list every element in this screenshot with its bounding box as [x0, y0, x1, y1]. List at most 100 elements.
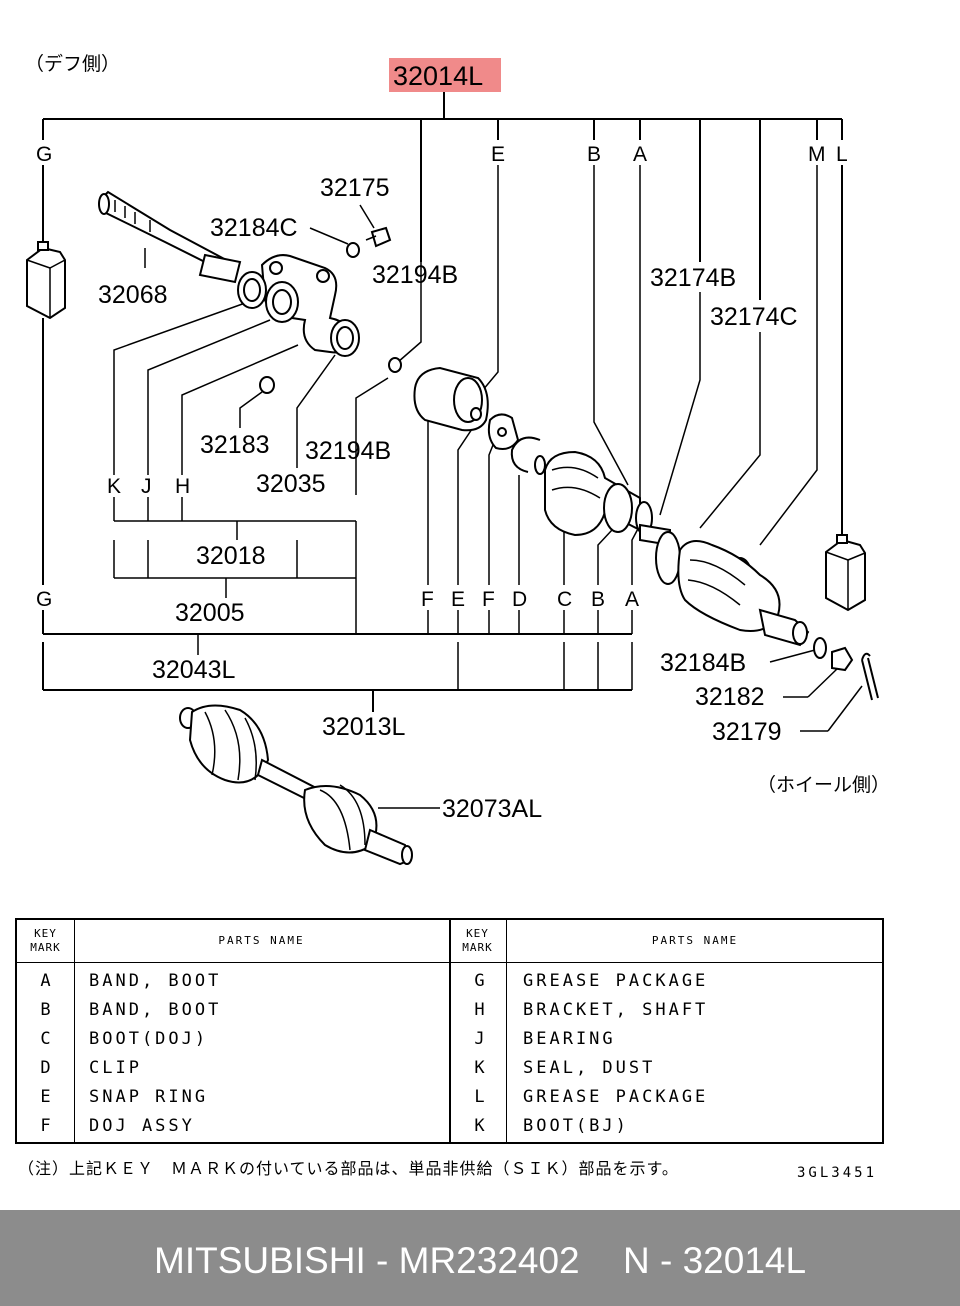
outer-joint-stub — [758, 608, 810, 647]
key-letter: D — [512, 588, 527, 611]
parts-key-table: KEY MARK PARTS NAME KEY MARK PARTS NAME … — [15, 918, 884, 1144]
key-mark: J — [474, 1029, 485, 1049]
part-name: BOOT(BJ) — [523, 1116, 629, 1136]
diff-side-label: （デフ側） — [25, 53, 120, 75]
part-label-32005[interactable]: 32005 — [175, 599, 245, 627]
part-name: DOJ ASSY — [89, 1116, 195, 1136]
parts-name-header: PARTS NAME — [218, 934, 305, 947]
part-name: BEARING — [523, 1029, 616, 1049]
table-row: F DOJ ASSY — [17, 1116, 449, 1145]
part-name: SNAP RING — [89, 1087, 209, 1107]
part-name: CLIP — [89, 1058, 142, 1078]
key-mark: A — [40, 971, 51, 991]
table-row: B BAND, BOOT — [17, 1000, 449, 1029]
part-label-32179[interactable]: 32179 — [712, 718, 782, 746]
exploded-parts-diagram: （デフ側） （ホイール側） 32014L — [25, 53, 890, 866]
table-row: D CLIP — [17, 1058, 449, 1087]
bottom-bar: MITSUBISHI - MR232402 N - 32014L — [0, 1210, 960, 1306]
part-label-32174b[interactable]: 32174B — [650, 264, 736, 292]
key-mark: C — [40, 1029, 51, 1049]
bracket-lines — [42, 92, 863, 809]
table-row: H BRACKET, SHAFT — [451, 1000, 884, 1029]
part-label-32018[interactable]: 32018 — [196, 542, 266, 570]
part-name: SEAL, DUST — [523, 1058, 656, 1078]
parts-name-header: PARTS NAME — [651, 934, 739, 947]
part-label-32174c[interactable]: 32174C — [710, 303, 798, 331]
key-mark: E — [40, 1087, 51, 1107]
highlighted-part-number[interactable]: 32014L — [393, 61, 483, 91]
doj-outer-race — [413, 366, 489, 432]
part-label-32013l[interactable]: 32013L — [322, 713, 406, 741]
key-letter: F — [421, 588, 434, 611]
part-label-32035[interactable]: 32035 — [256, 470, 326, 498]
part-name: BRACKET, SHAFT — [523, 1000, 709, 1020]
table-row: J BEARING — [451, 1029, 884, 1058]
reference-number: N - 32014L — [623, 1240, 807, 1281]
key-mark: D — [40, 1058, 51, 1078]
part-label-32194b-mid[interactable]: 32194B — [305, 437, 391, 465]
table-header-divider — [17, 962, 882, 963]
key-letter: M — [808, 143, 826, 166]
part-name: GREASE PACKAGE — [523, 971, 709, 991]
key-letters-row: G F E F D C B A — [36, 588, 639, 611]
castle-nut — [831, 646, 854, 672]
table-divider — [74, 920, 75, 1142]
highlight-box — [389, 58, 501, 92]
part-label-32194b-top[interactable]: 32194B — [372, 261, 458, 289]
part-number-labels: 32175 32184C 32068 32194B 32174B 32174C … — [98, 174, 798, 823]
key-mark: B — [40, 1000, 51, 1020]
key-letters-top: G E B A M L — [36, 143, 848, 166]
key-mark: H — [474, 1000, 485, 1020]
table-row: A BAND, BOOT — [17, 971, 449, 1000]
bolt-and-washer — [346, 226, 392, 258]
key-mark: K — [474, 1058, 485, 1078]
key-mark: K — [474, 1116, 485, 1136]
part-name: GREASE PACKAGE — [523, 1087, 709, 1107]
key-letter: B — [587, 143, 601, 166]
key-letter: E — [451, 588, 465, 611]
table-row: L GREASE PACKAGE — [451, 1087, 884, 1116]
key-letter: F — [482, 588, 495, 611]
footnote: （注）上記ＫＥＹ ＭＡＲＫの付いている部品は、単品非供給（ＳＩＫ）部品を示す。 — [18, 1159, 679, 1178]
key-letter: G — [36, 143, 52, 166]
table-row: C BOOT(DOJ) — [17, 1029, 449, 1058]
part-label-32183[interactable]: 32183 — [200, 431, 270, 459]
inner-shaft — [98, 190, 242, 284]
wheel-side-label: （ホイール側） — [757, 774, 890, 796]
part-label-32068[interactable]: 32068 — [98, 281, 168, 309]
key-letter: B — [591, 588, 605, 611]
diagram-code: 3GL3451 — [797, 1165, 878, 1181]
part-label-32073al[interactable]: 32073AL — [442, 795, 542, 823]
tripod — [487, 413, 520, 450]
brand-part-number: MITSUBISHI - MR232402 — [154, 1240, 580, 1281]
key-letter: C — [557, 588, 572, 611]
key-letter: K — [107, 475, 121, 498]
key-letter: H — [175, 475, 190, 498]
circlip — [388, 357, 402, 373]
part-label-32184c[interactable]: 32184C — [210, 214, 298, 242]
part-label-32175[interactable]: 32175 — [320, 174, 390, 202]
key-letter: G — [36, 588, 52, 611]
key-letters-mid: K J H — [107, 475, 190, 498]
band-boot-b — [603, 483, 633, 533]
complete-drive-shaft — [179, 704, 413, 866]
key-letter: A — [625, 588, 639, 611]
table-row: G GREASE PACKAGE — [451, 971, 884, 1000]
cotter-pin — [861, 652, 879, 701]
table-divider — [506, 920, 507, 1142]
part-name: BAND, BOOT — [89, 1000, 222, 1020]
part-label-32184b[interactable]: 32184B — [660, 649, 746, 677]
table-row: K BOOT(BJ) — [451, 1116, 884, 1145]
key-mark: F — [40, 1116, 51, 1136]
key-mark: L — [474, 1087, 485, 1107]
dust-seal-and-bearing — [237, 271, 299, 394]
clip-ring — [510, 436, 541, 473]
part-label-32182[interactable]: 32182 — [695, 683, 765, 711]
key-letter: L — [836, 143, 848, 166]
band-bj-small — [655, 531, 681, 585]
table-divider — [449, 920, 451, 1142]
washer — [813, 637, 827, 659]
table-row: E SNAP RING — [17, 1087, 449, 1116]
part-label-32043l[interactable]: 32043L — [152, 656, 236, 684]
key-letter: A — [633, 143, 647, 166]
